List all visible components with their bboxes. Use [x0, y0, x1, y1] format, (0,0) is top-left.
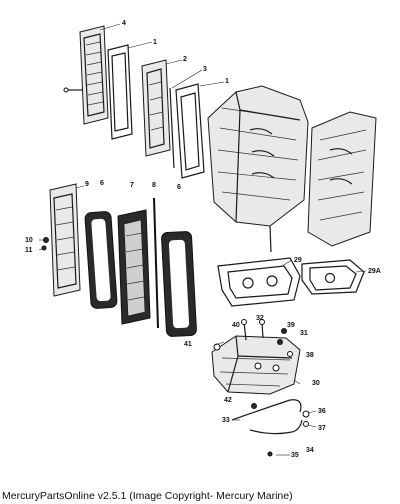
- gasket-3: [169, 87, 175, 169]
- crankcase-cover: [307, 111, 377, 247]
- callout-6: 6: [100, 180, 104, 187]
- callout-8: 8: [152, 182, 156, 189]
- cylinder-block: [207, 85, 309, 253]
- callout-34: 34: [306, 447, 314, 454]
- exhaust-plate-30: [211, 335, 301, 395]
- callout-36: 36: [318, 408, 326, 415]
- callout-39: 39: [287, 322, 295, 329]
- gasket-29a: [301, 259, 365, 295]
- callout-30: 30: [312, 380, 320, 387]
- callout-35: 35: [291, 452, 299, 459]
- callout-9: 9: [85, 181, 89, 188]
- callout-37: 37: [318, 425, 326, 432]
- callout-labels: 4 1 2 3 1 9 6 7 8 6 10 11 29 29A 40 32 3…: [25, 20, 381, 459]
- gasket-8: [153, 197, 159, 329]
- gasket-6-right: [161, 231, 197, 337]
- divider-plate-2: [141, 59, 171, 157]
- bracket-and-hose: [231, 399, 310, 457]
- gasket-6-left: [84, 211, 118, 309]
- callout-1: 1: [153, 39, 157, 46]
- gasket-29: [217, 257, 301, 307]
- callout-38: 38: [306, 352, 314, 359]
- callout-31: 31: [300, 330, 308, 337]
- callout-11: 11: [25, 247, 33, 254]
- copyright-caption: MercuryPartsOnline v2.5.1 (Image Copyrig…: [2, 490, 293, 502]
- callout-4: 4: [122, 20, 126, 27]
- callout-40: 40: [232, 322, 240, 329]
- cylinder-block-cover-4: [63, 25, 109, 125]
- callout-2: 2: [183, 56, 187, 63]
- callout-32: 32: [256, 315, 264, 322]
- divider-plate-7: [117, 209, 151, 325]
- callout-29a: 29A: [368, 268, 381, 275]
- callout-6: 6: [177, 184, 181, 191]
- callout-29: 29: [294, 257, 302, 264]
- bolts-and-fittings: [213, 319, 293, 409]
- callout-41: 41: [184, 341, 192, 348]
- gasket-1-upper: [107, 44, 133, 140]
- callout-1: 1: [225, 78, 229, 85]
- callout-10: 10: [25, 237, 33, 244]
- callout-33: 33: [222, 417, 230, 424]
- water-jacket-cover-9: [41, 183, 81, 297]
- gasket-1-right: [175, 83, 205, 179]
- callout-7: 7: [130, 182, 134, 189]
- callout-3: 3: [203, 66, 207, 73]
- leader-lines: [38, 23, 367, 456]
- callout-42: 42: [224, 397, 232, 404]
